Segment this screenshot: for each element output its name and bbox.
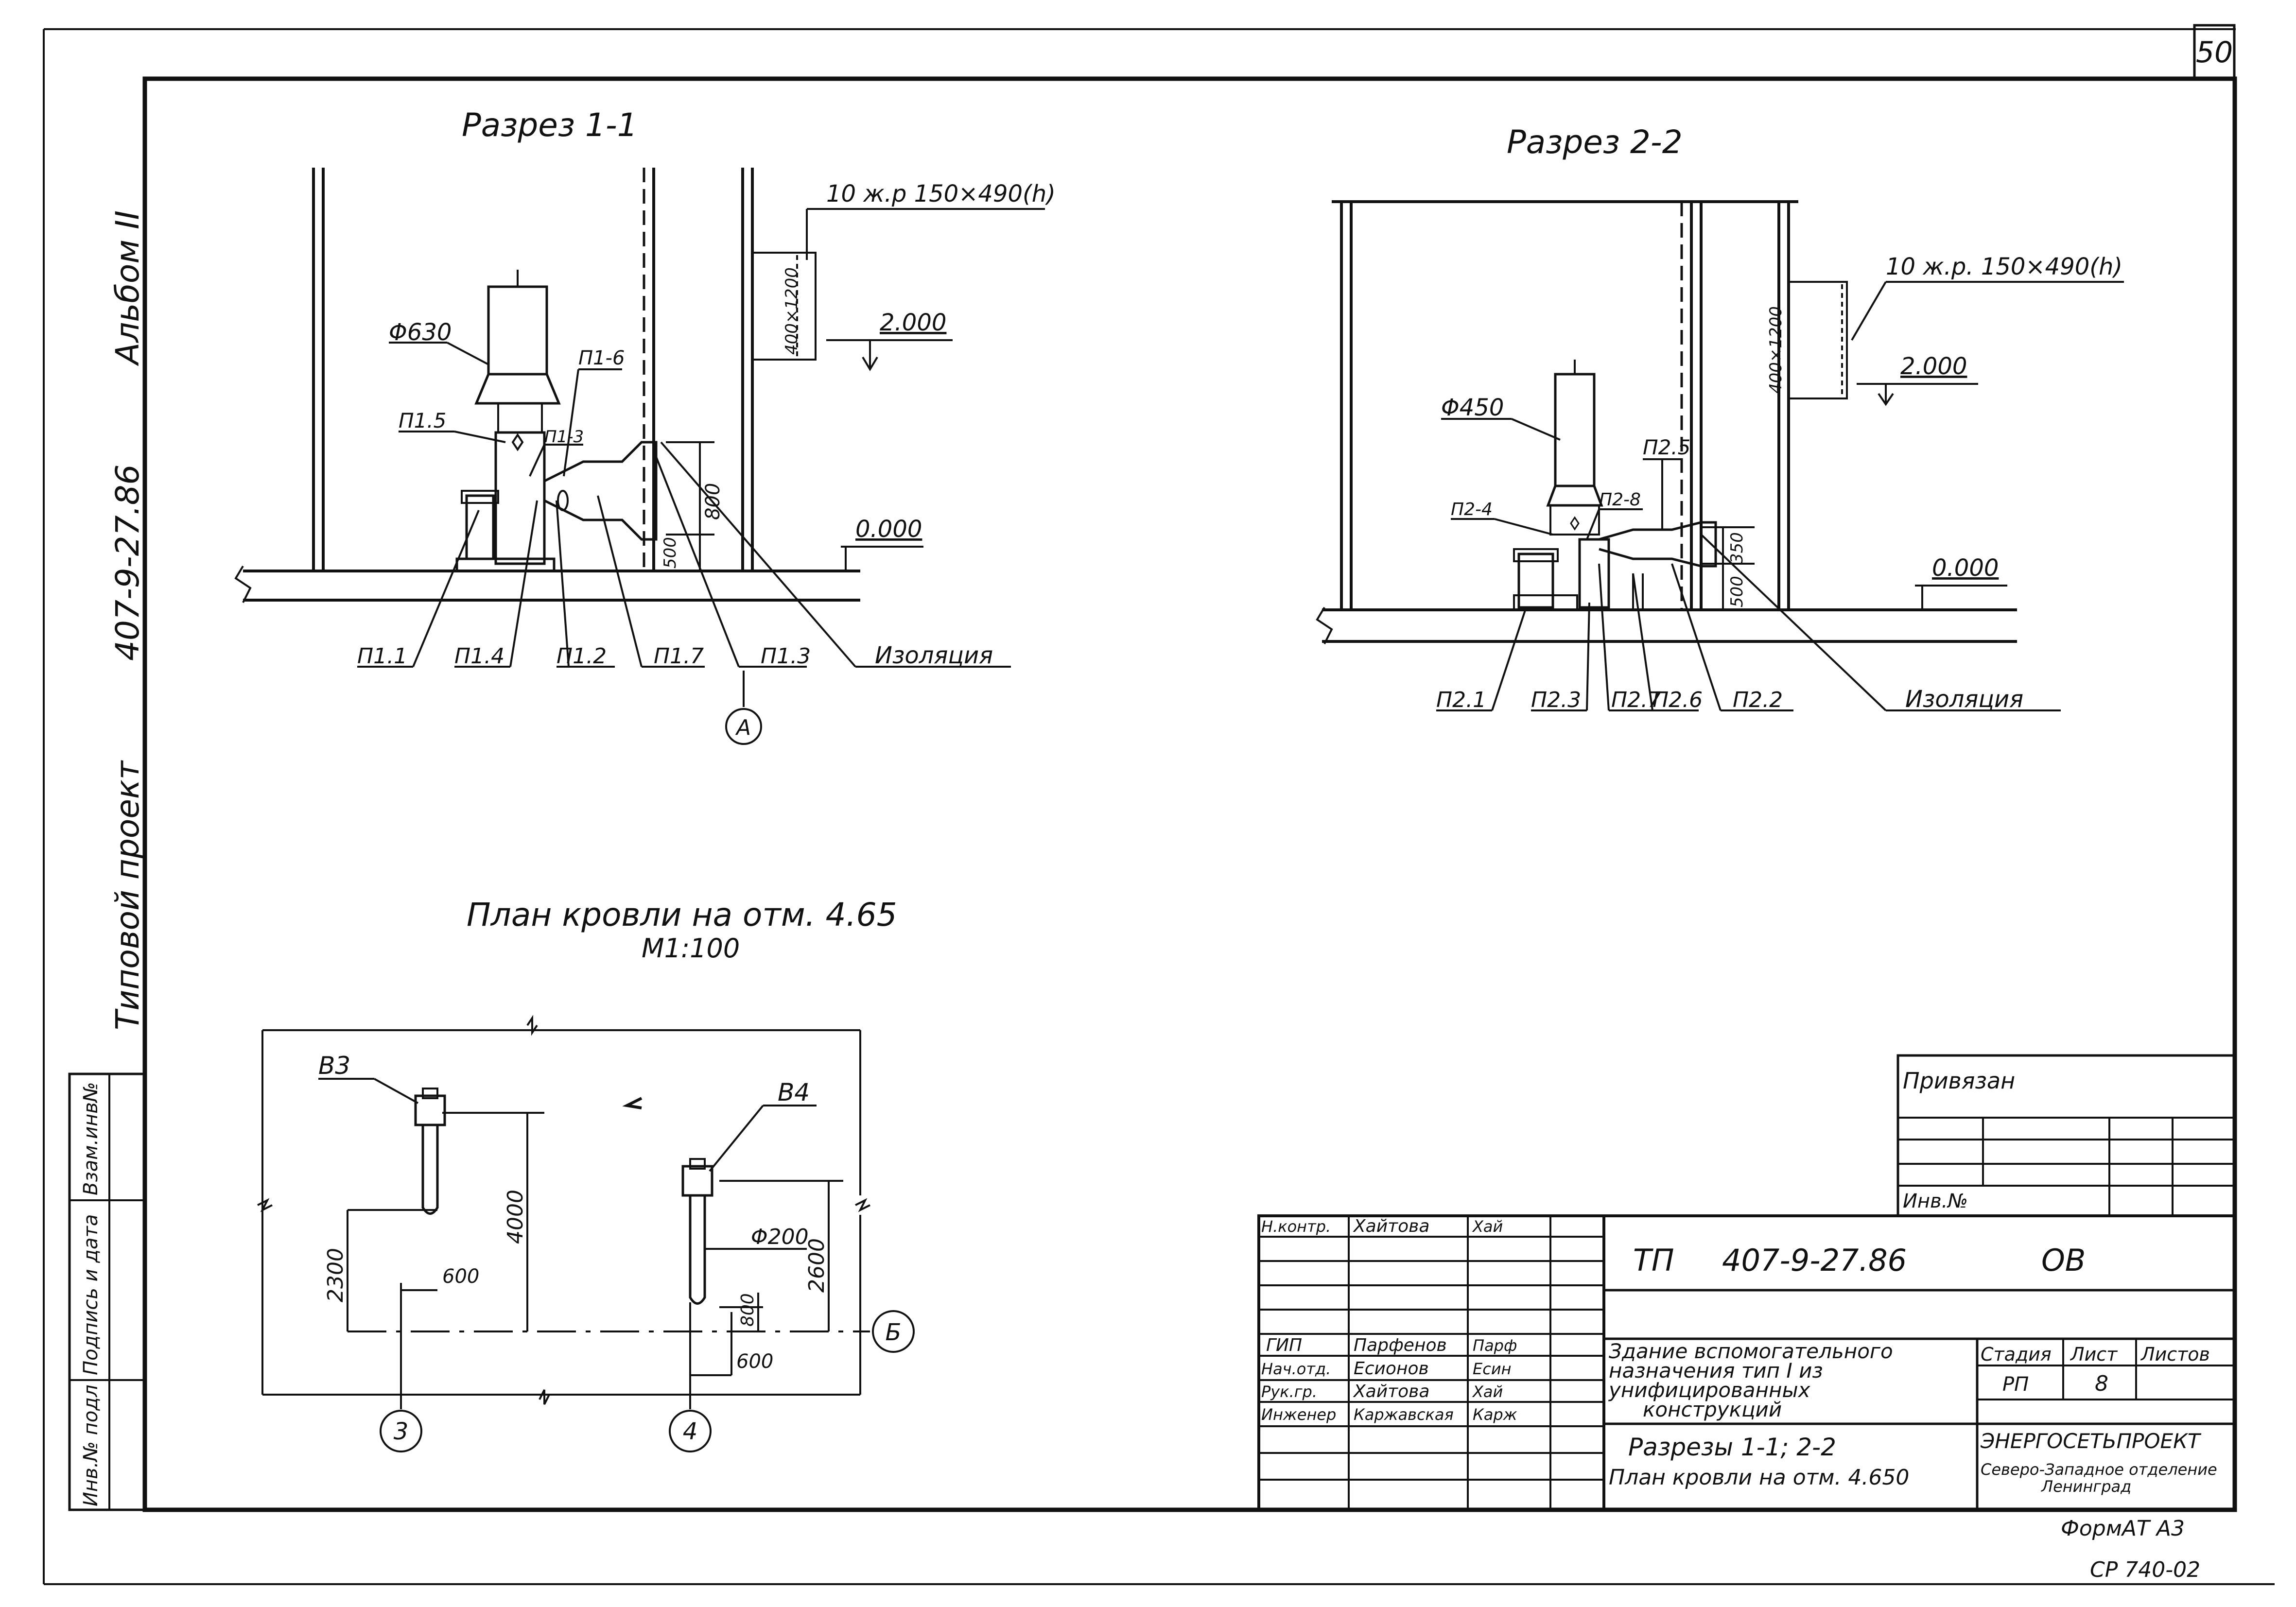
staff-role-2: Нач.отд. <box>1261 1360 1331 1378</box>
title-sheet-line1: Разрезы 1-1; 2-2 <box>1628 1433 1836 1461</box>
section-1-grille-note: 10 ж.р 150×490(h) <box>826 180 1056 207</box>
staff-signature-0: Хай <box>1472 1217 1503 1236</box>
roof-plan-fan-b3: В3 <box>318 1052 350 1080</box>
section-2-callout-p2-5: П2.5 <box>1643 435 1690 459</box>
section-1-title: Разрез 1-1 <box>462 106 638 144</box>
section-1-callout-p1-1: П1.1 <box>357 644 407 669</box>
title-sheet-line2: План кровли на отм. 4.650 <box>1609 1465 1909 1490</box>
title-stage-header: Стадия <box>1981 1344 2052 1365</box>
title-privyazan: Привязан <box>1903 1068 2015 1094</box>
roof-plan-axis-b: Б <box>886 1319 902 1346</box>
title-building-line1: Здание вспомогательного <box>1609 1339 1893 1363</box>
roof-plan-axis-3: 3 <box>394 1418 409 1445</box>
title-org-line2: Северо-Западное отделение <box>1981 1460 2217 1479</box>
title-sheet-header: Лист <box>2070 1344 2118 1365</box>
section-2-callout-p2-8: П2-8 <box>1599 490 1641 510</box>
roof-plan-duct-diameter: Φ200 <box>751 1225 809 1249</box>
title-building-line4: конструкций <box>1643 1398 1782 1421</box>
section-2-2: Разрез 2-2 10 ж.р. 150×490(h) 40 <box>1316 123 2124 713</box>
section-1-dim-500: 500 <box>661 537 680 569</box>
staff-role-3: Рук.гр. <box>1261 1382 1317 1401</box>
roof-plan-dim-2600: 2600 <box>804 1238 829 1293</box>
section-2-elevation-top: 2.000 <box>1900 353 1967 380</box>
roof-plan-dim-600-left: 600 <box>442 1265 479 1288</box>
roof-plan-fan-b4: В4 <box>778 1078 810 1106</box>
section-1-elevation-floor: 0.000 <box>855 516 922 543</box>
project-type-label: Типовой проект <box>109 760 146 1030</box>
album-label: Альбом II <box>109 210 146 366</box>
section-1-callout-p1-7: П1.7 <box>654 644 704 669</box>
section-2-elevation-floor: 0.000 <box>1932 554 1999 582</box>
section-2-callout-p2-6: П2.6 <box>1652 688 1703 712</box>
stamp-label-replaced-inv: Взам.инв№ <box>80 1082 102 1195</box>
roof-plan-scale: М1:100 <box>642 933 740 964</box>
staff-signature-3: Хай <box>1472 1382 1503 1401</box>
section-1-callout-p1-2: П1.2 <box>557 644 607 669</box>
staff-role-1: ГИП <box>1266 1335 1302 1355</box>
section-1-callout-p1-4: П1.4 <box>454 644 504 669</box>
section-2-grille-size: 400×1200 <box>1766 306 1786 394</box>
section-1-1: Разрез 1-1 10 ж.р 150×490(h) 400×1200 <box>234 106 1056 745</box>
page-number: 50 <box>2196 35 2233 69</box>
title-stage-value: РП <box>2002 1373 2029 1396</box>
section-1-duct-diameter: Φ630 <box>389 319 452 346</box>
approval-stamp-strip <box>68 1072 146 1511</box>
section-1-callout-p1-3: П1-3 <box>544 427 584 447</box>
section-1-axis-label: А <box>735 715 751 740</box>
section-2-title: Разрез 2-2 <box>1507 123 1683 161</box>
roof-plan-dim-600-right: 600 <box>736 1350 773 1373</box>
section-2-callout-p2-1: П2.1 <box>1436 688 1486 712</box>
title-inv-no: Инв.№ <box>1903 1190 1968 1212</box>
staff-name-0: Хайтова <box>1353 1216 1429 1236</box>
roof-plan: План кровли на отм. 4.65 М1:100 В3 В4 Φ2… <box>257 896 915 1452</box>
title-org-line1: ЭНЕРГОСЕТЬПРОЕКТ <box>1980 1429 2202 1453</box>
staff-signature-1: Парф <box>1473 1336 1517 1355</box>
stamp-label-signature-date: Подпись и дата <box>80 1214 102 1375</box>
title-sheets-header: Листов <box>2140 1344 2210 1365</box>
project-code-vertical: 407-9-27.86 <box>109 464 146 661</box>
sheet-format-label: ФормАТ А3 <box>2061 1516 2185 1541</box>
title-block: Привязан Инв.№ Н.контр. Хайтова Хай ГИП … <box>1257 1054 2236 1511</box>
staff-name-1: Парфенов <box>1354 1335 1447 1355</box>
section-2-callout-p2-2: П2.2 <box>1733 688 1783 712</box>
section-2-callout-p2-4: П2-4 <box>1451 500 1493 519</box>
section-2-callout-p2-3: П2.3 <box>1531 688 1581 712</box>
archive-code: СР 740-02 <box>2090 1557 2200 1582</box>
roof-plan-dim-800: 800 <box>738 1293 758 1327</box>
section-2-dim-500: 500 <box>1727 576 1747 607</box>
staff-name-3: Хайтова <box>1353 1382 1429 1401</box>
title-document-code: ТП 407-9-27.86 <box>1633 1243 1907 1278</box>
title-mark: ОВ <box>2041 1243 2086 1278</box>
inner-frame <box>142 76 2237 1512</box>
section-2-dim-350: 350 <box>1727 532 1747 564</box>
stamp-label-original-inv: Инв.№ подл <box>80 1384 102 1506</box>
section-2-grille-note: 10 ж.р. 150×490(h) <box>1886 253 2122 280</box>
section-1-callout-p1-6: П1-6 <box>578 347 625 369</box>
staff-name-2: Есионов <box>1354 1359 1429 1379</box>
roof-plan-dim-4000: 4000 <box>503 1190 528 1244</box>
title-building-line2: назначения тип I из <box>1609 1359 1823 1382</box>
staff-signature-2: Есин <box>1473 1360 1512 1378</box>
section-1-elevation-top: 2.000 <box>880 309 946 336</box>
title-building-line3: унифицированных <box>1608 1378 1811 1402</box>
staff-role-0: Н.контр. <box>1261 1217 1331 1236</box>
page-number-box <box>2193 24 2236 80</box>
section-2-insulation: Изоляция <box>1905 686 2023 713</box>
roof-plan-dim-2300: 2300 <box>323 1248 348 1302</box>
section-1-insulation: Изоляция <box>875 642 993 669</box>
staff-signature-4: Карж <box>1473 1405 1517 1424</box>
title-sheet-number: 8 <box>2095 1371 2108 1396</box>
roof-plan-title: План кровли на отм. 4.65 <box>467 896 897 933</box>
section-2-duct-diameter: Φ450 <box>1441 394 1504 421</box>
staff-name-4: Каржавская <box>1354 1405 1454 1424</box>
section-1-callout-p1-5: П1.5 <box>399 409 446 432</box>
staff-role-4: Инженер <box>1261 1405 1336 1424</box>
roof-plan-axis-4: 4 <box>683 1418 698 1445</box>
title-org-line3: Ленинград <box>2041 1477 2131 1496</box>
section-1-grille-size: 400×1200 <box>782 267 801 355</box>
section-1-callout-p1-3-lower: П1.3 <box>761 644 811 669</box>
